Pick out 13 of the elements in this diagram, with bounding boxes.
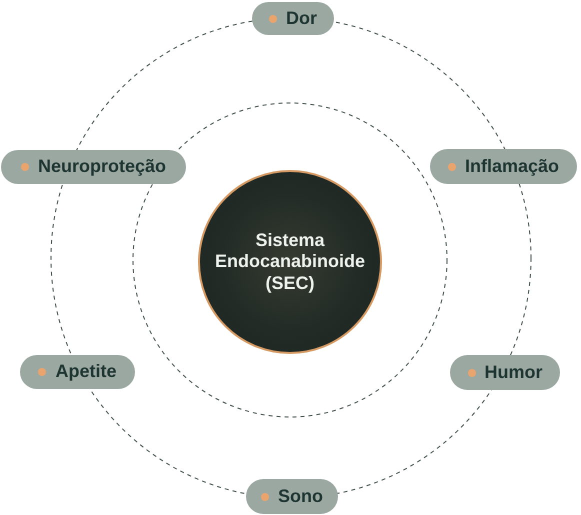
topic-label: Apetite	[55, 362, 116, 382]
hub-title: Sistema Endocanabinoide (SEC)	[214, 230, 366, 294]
topic-label: Neuroproteção	[38, 157, 166, 177]
topic-label: Dor	[286, 8, 317, 28]
topic-pill	[246, 479, 338, 514]
topic-pill	[430, 149, 577, 184]
topic-label: Inflamação	[464, 156, 560, 176]
topic-pill	[450, 355, 560, 390]
topic-label: Sono	[278, 486, 323, 506]
topic-pill	[20, 355, 135, 389]
topic-label: Humor	[484, 362, 542, 382]
topic-pill	[1, 150, 186, 184]
topic-pill	[252, 2, 334, 35]
